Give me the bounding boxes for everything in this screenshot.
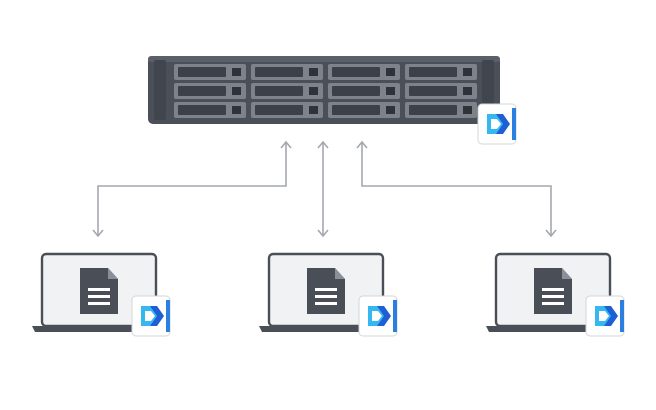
drive-bay <box>328 83 400 99</box>
client-laptop-1 <box>30 252 171 337</box>
client-drive-app-icon <box>131 295 171 337</box>
connection-lines <box>92 140 557 238</box>
connector-left <box>97 142 287 236</box>
drive-bay <box>251 64 323 80</box>
arrowhead-middle-top <box>317 140 329 149</box>
drive-bay <box>251 83 323 99</box>
document-icon <box>307 268 345 314</box>
arrowhead-right-bottom <box>545 229 557 238</box>
client-drive-app-icon <box>358 295 398 337</box>
nas-server <box>148 56 500 124</box>
drive-bay <box>328 102 400 118</box>
drive-bay <box>405 83 477 99</box>
drive-bay <box>328 64 400 80</box>
drive-bay <box>174 83 246 99</box>
drive-bay <box>251 102 323 118</box>
server-drive-app-icon <box>477 103 517 145</box>
document-icon <box>534 268 572 314</box>
drive-bay <box>405 64 477 80</box>
drive-bay <box>174 102 246 118</box>
client-laptop-2 <box>257 252 398 337</box>
client-laptop-3 <box>484 252 625 337</box>
document-icon <box>80 268 118 314</box>
drive-bay <box>174 64 246 80</box>
arrowhead-left-bottom <box>92 229 104 238</box>
drive-bay <box>405 102 477 118</box>
arrowhead-middle-bottom <box>317 229 329 238</box>
arrowhead-left-top <box>280 140 292 149</box>
arrowhead-right-top <box>356 140 368 149</box>
drive-bays <box>174 64 477 118</box>
connector-right <box>361 142 552 236</box>
client-drive-app-icon <box>585 295 625 337</box>
